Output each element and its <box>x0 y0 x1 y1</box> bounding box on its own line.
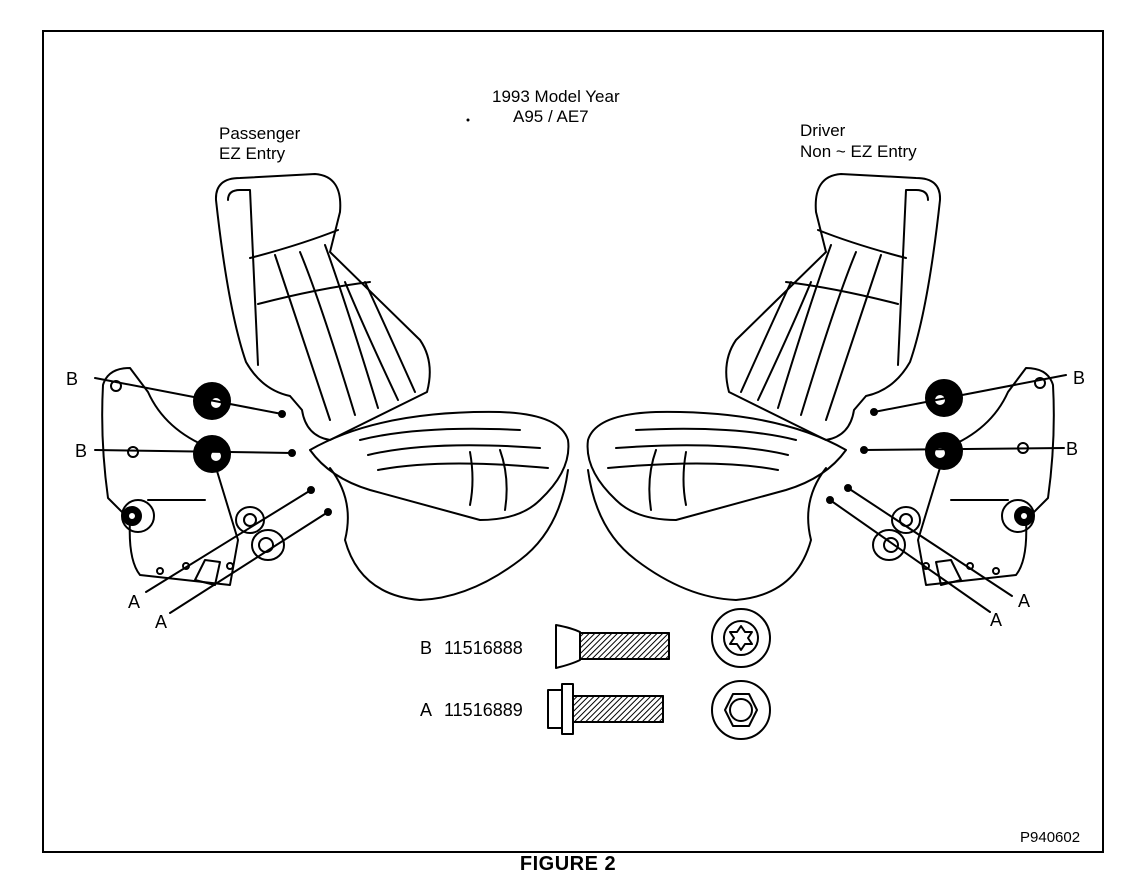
part-b-letter: B <box>420 638 433 658</box>
passenger-bracket <box>94 367 332 614</box>
callout-b-driver-lower: B <box>1066 439 1079 459</box>
passenger-entry-label: EZ Entry <box>219 144 286 163</box>
callout-b-driver-upper: B <box>1073 368 1086 388</box>
part-a-number: 11516889 <box>444 700 523 720</box>
part-a-letter: A <box>420 700 433 720</box>
callout-b-passenger-upper: B <box>66 369 79 389</box>
nut-a-illustration <box>711 680 771 740</box>
callout-b-passenger-lower: B <box>75 441 88 461</box>
callout-a-driver-upper: A <box>1018 591 1031 611</box>
driver-seat <box>586 173 942 601</box>
passenger-seat <box>214 173 570 601</box>
callout-a-passenger-lower: A <box>155 612 168 632</box>
driver-bracket <box>826 367 1067 613</box>
nut-b-illustration <box>711 608 771 668</box>
passenger-label: Passenger <box>219 124 301 143</box>
callout-a-passenger-upper: A <box>128 592 141 612</box>
option-codes-label: A95 / AE7 <box>513 107 589 126</box>
model-year-label: 1993 Model Year <box>492 87 620 106</box>
bolt-a-illustration <box>547 683 664 735</box>
bolt-b-illustration <box>555 624 670 669</box>
driver-label: Driver <box>800 121 846 140</box>
callout-a-driver-lower: A <box>990 610 1003 630</box>
figure-frame <box>42 30 1104 853</box>
part-b-number: 11516888 <box>444 638 523 658</box>
figure-caption: FIGURE 2 <box>519 853 617 875</box>
driver-entry-label: Non ~ EZ Entry <box>800 142 917 161</box>
figure-code: P940602 <box>1020 829 1081 846</box>
